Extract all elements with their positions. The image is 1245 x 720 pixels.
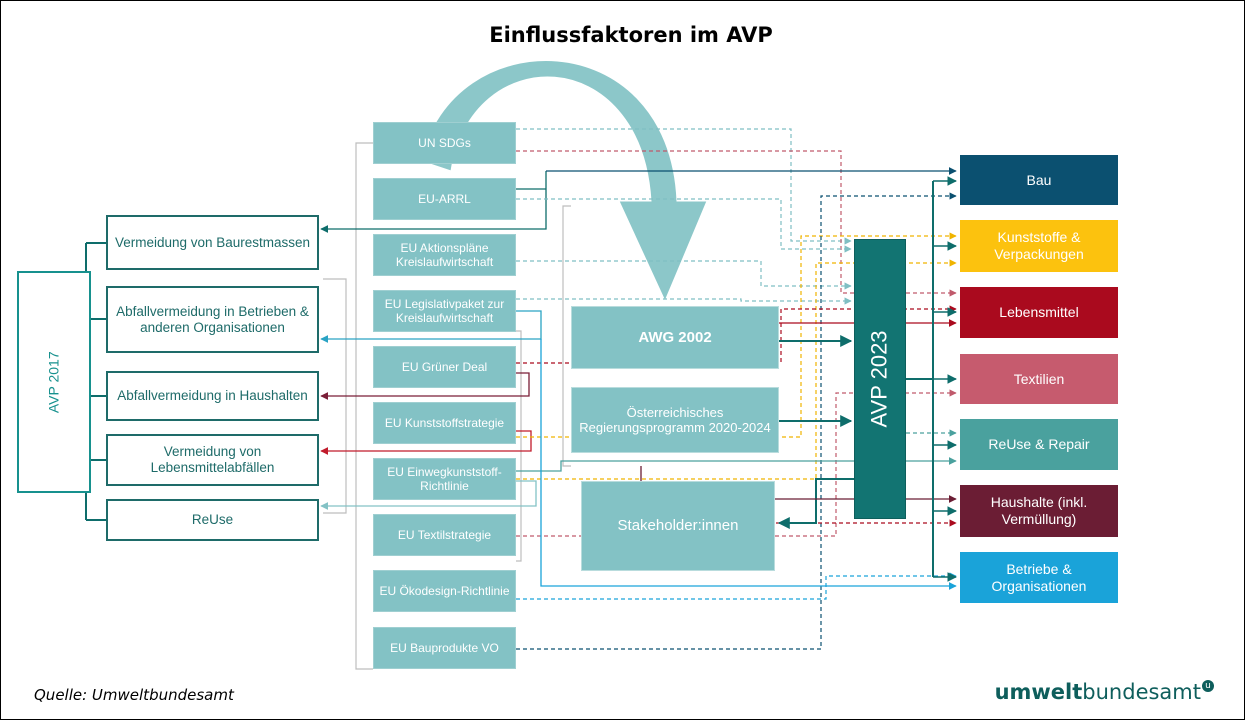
category-bau: Bau	[959, 154, 1119, 206]
source-bracket-right	[516, 330, 522, 562]
category-label: Textilien	[1013, 370, 1065, 387]
source-label: EU-ARRL	[418, 191, 471, 206]
diagram-title: Einflussfaktoren im AVP	[489, 23, 773, 47]
source-note: Quelle: Umweltbundesamt	[34, 686, 234, 704]
source-label: EU Einwegkunststoff-Richtlinie	[387, 464, 502, 493]
link-oekodesign-betriebe	[516, 572, 957, 600]
middle-label: Österreichisches Regierungsprogramm 2020…	[579, 404, 771, 435]
source-label: EU Ökodesign-Richtlinie	[379, 583, 510, 598]
category-label: Bau	[1026, 171, 1052, 188]
avp-2017-label: AVP 2017	[45, 351, 62, 413]
category-haushalte: Haushalte (inkl. Vermüllung)	[959, 484, 1119, 538]
link-aktionsplaene-avp2023	[516, 260, 852, 290]
avp-2023-label: AVP 2023	[867, 330, 893, 428]
link-einweg-reuse	[320, 480, 537, 510]
left-box-label: ReUse	[191, 512, 234, 528]
link-legislativ-avp2023	[516, 297, 852, 305]
logo-bold-part: umwelt	[994, 680, 1083, 704]
source-eu-gruener-deal: EU Grüner Deal	[373, 346, 516, 388]
category-reuse-repair: ReUse & Repair	[959, 418, 1119, 471]
avp-2023-box: AVP 2023	[854, 239, 906, 519]
category-label: ReUse & Repair	[988, 436, 1090, 453]
link-arrl-avp2023	[516, 198, 852, 253]
middle-label: AWG 2002	[638, 328, 712, 346]
avp-2017-box: AVP 2017	[17, 271, 91, 493]
middle-stakeholder: Stakeholder:innen	[581, 481, 775, 571]
source-label: EU Bauprodukte VO	[390, 640, 499, 655]
left-box-haushalte: Abfallvermeidung in Haushalten	[106, 371, 319, 421]
left-box-reuse: ReUse	[106, 499, 319, 541]
source-label: EU Legislativpaket zur Kreislaufwirtscha…	[384, 296, 505, 325]
source-eu-aktionsplaene: EU Aktionspläne Kreislaufwirtschaft	[373, 234, 516, 276]
logo-regular-part: bundesamt	[1082, 680, 1201, 704]
logo-mark-icon: u	[1202, 680, 1214, 692]
source-bracket-left	[355, 142, 373, 670]
category-label: Betriebe & Organisationen	[991, 560, 1087, 594]
category-label: Haushalte (inkl. Vermüllung)	[990, 494, 1088, 527]
source-eu-oekodesign: EU Ökodesign-Richtlinie	[373, 570, 516, 612]
source-label: EU Aktionspläne Kreislaufwirtschaft	[395, 240, 494, 269]
left-box-lebensmittel: Vermeidung von Lebensmittelabfällen	[106, 434, 319, 486]
category-textilien: Textilien	[959, 353, 1119, 405]
link-sdgs-lebensmittel	[516, 150, 957, 297]
source-eu-einwegkunststoff: EU Einwegkunststoff-Richtlinie	[373, 458, 516, 500]
source-eu-textilstrategie: EU Textilstrategie	[373, 514, 516, 556]
link-kunststoff-lebensmittel	[320, 430, 532, 455]
left-box-betriebe: Abfallvermeidung in Betrieben & anderen …	[106, 286, 319, 353]
source-eu-kunststoffstrategie: EU Kunststoffstrategie	[373, 402, 516, 444]
category-betriebe: Betriebe & Organisationen	[959, 551, 1119, 604]
middle-label: Stakeholder:innen	[617, 517, 739, 535]
source-eu-legislativpaket: EU Legislativpaket zur Kreislaufwirtscha…	[373, 290, 516, 332]
left-box-label: Vermeidung von Baurestmassen	[114, 234, 311, 250]
left-box-label: Abfallvermeidung in Haushalten	[117, 388, 308, 404]
source-label: EU Grüner Deal	[401, 359, 488, 374]
category-label: Kunststoffe & Verpackungen	[994, 229, 1084, 262]
source-label: UN SDGs	[418, 135, 471, 150]
middle-bracket	[562, 205, 571, 467]
middle-awg-2002: AWG 2002	[571, 306, 779, 369]
middle-regierungsprogramm: Österreichisches Regierungsprogramm 2020…	[571, 387, 779, 453]
source-eu-arrl: EU-ARRL	[373, 178, 516, 220]
link-sdgs-avp2023-a	[516, 128, 852, 245]
link-avp2023-stakeholder	[777, 478, 856, 529]
link-arrl-baurestmassen	[320, 171, 547, 233]
category-kunststoffe: Kunststoffe & Verpackungen	[959, 219, 1119, 273]
link-betriebe-out	[540, 339, 957, 590]
source-un-sdgs: UN SDGs	[373, 122, 516, 164]
source-label: EU Kunststoffstrategie	[384, 415, 505, 430]
category-label: Lebensmittel	[999, 304, 1079, 321]
source-label: EU Textilstrategie	[397, 527, 492, 542]
category-lebensmittel: Lebensmittel	[959, 286, 1119, 339]
left-box-label: Abfallvermeidung in Betrieben & anderen …	[116, 303, 309, 335]
left-box-baurestmassen: Vermeidung von Baurestmassen	[106, 215, 319, 270]
link-legislativ-betriebe	[320, 310, 542, 343]
link-gruenerdeal-haushalte	[320, 372, 530, 400]
left-box-label: Vermeidung von Lebensmittelabfällen	[150, 444, 275, 475]
link-kunststoff-kunststoffe-b	[516, 259, 957, 480]
link-einweg-reuse-cat	[516, 457, 957, 472]
source-eu-bauprodukte: EU Bauprodukte VO	[373, 627, 516, 669]
influence-curved-arrow	[420, 60, 708, 303]
